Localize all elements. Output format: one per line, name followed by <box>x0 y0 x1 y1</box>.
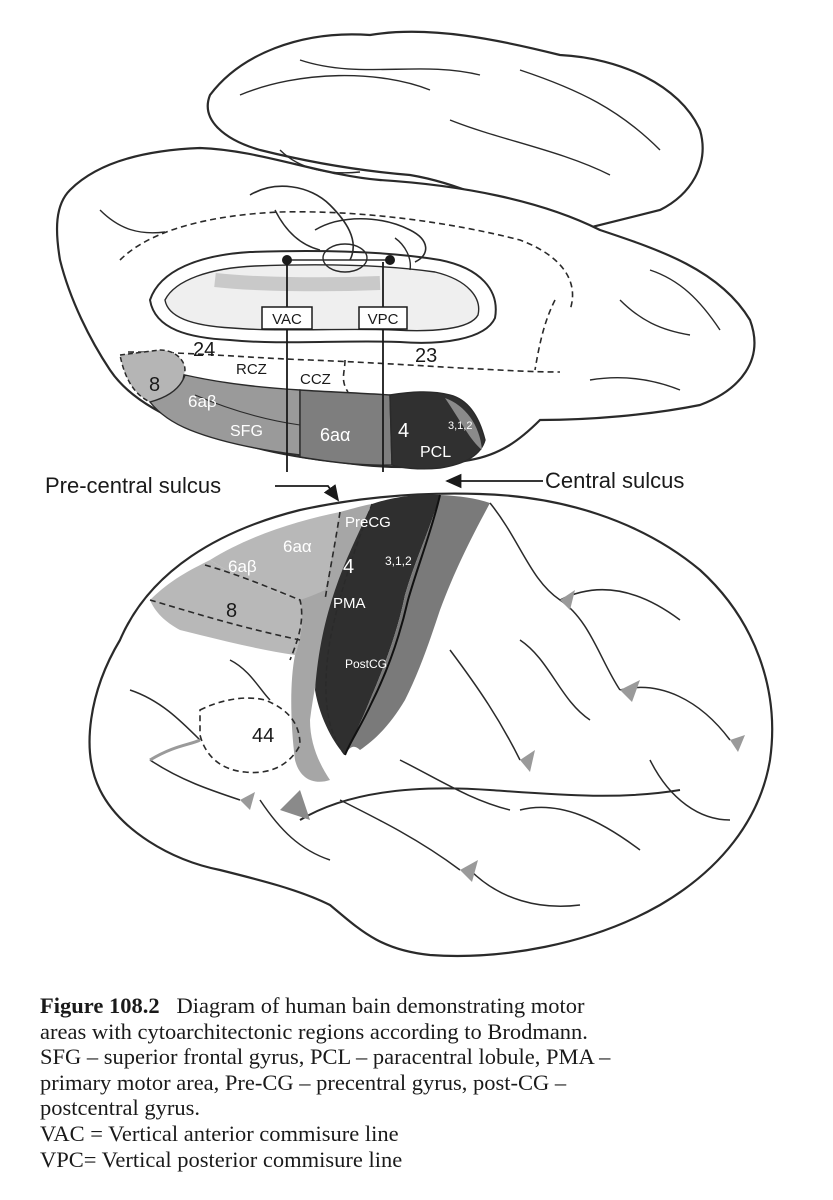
pre-central-sulcus-label: Pre-central sulcus <box>45 473 221 498</box>
lateral-area-8-label: 8 <box>226 600 237 622</box>
sulcus-pointers: Pre-central sulcus Central sulcus <box>45 468 684 502</box>
caption-line-3: SFG – superior frontal gyrus, PCL – para… <box>40 1044 611 1070</box>
area-24-label: 24 <box>193 339 215 361</box>
area-44-label: 44 <box>252 725 274 747</box>
caption-line-4: primary motor area, Pre-CG – precentral … <box>40 1069 567 1095</box>
lateral-gyri-pattern <box>129 502 731 907</box>
commissure-lines: VAC VPC <box>261 262 408 472</box>
lateral-area-8-region <box>150 560 303 655</box>
medial-labels: 24 23 RCZ CCZ 8 6aβ SFG 6aα 4 3,1,2 PCL <box>149 339 472 461</box>
caption-line-6: VAC = Vertical anterior commisure line <box>40 1120 399 1146</box>
brain-diagram: VAC VPC 24 23 RCZ CCZ 8 6aβ SFG 6aα 4 3,… <box>45 30 774 958</box>
precg-label: PreCG <box>345 514 391 531</box>
figure-label: Figure 108.2 <box>40 993 160 1018</box>
caption-line-1: Diagram of human bain demonstrating moto… <box>176 993 585 1018</box>
lateral-6aa-region <box>291 504 372 782</box>
vpc-label: VPC <box>368 311 399 328</box>
lateral-area-4-label: 4 <box>343 556 354 578</box>
pcl-label: PCL <box>420 444 451 461</box>
lateral-6aa-label: 6aα <box>283 537 312 556</box>
medial-brain-view <box>55 30 756 470</box>
vpc-label-box <box>358 306 408 330</box>
pma-label: PMA <box>333 595 366 612</box>
vac-label: VAC <box>272 311 302 328</box>
ccz-label: CCZ <box>300 371 331 388</box>
rcz-label: RCZ <box>236 361 267 378</box>
postcg-label: PostCG <box>345 657 387 671</box>
lateral-brain-view <box>88 492 774 958</box>
medial-6aa-label: 6aα <box>320 425 350 445</box>
lateral-312-label: 3,1,2 <box>385 554 412 568</box>
sfg-label: SFG <box>230 423 263 440</box>
caption-line-2: areas with cytoarchitectonic regions acc… <box>40 1018 588 1044</box>
medial-upper-lobe <box>206 30 704 237</box>
medial-area-8-label: 8 <box>149 374 160 396</box>
lateral-6ab-region <box>210 512 340 600</box>
medial-312-label: 3,1,2 <box>448 420 472 432</box>
lateral-postcg-region <box>345 495 490 755</box>
lateral-labels: PreCG 6aα 6aβ 4 3,1,2 8 PMA PostCG 44 <box>226 514 412 747</box>
lateral-6ab-label: 6aβ <box>228 557 257 576</box>
caption-line-5: postcentral gyrus. <box>40 1095 200 1121</box>
caption-line-7: VPC= Vertical posterior commisure line <box>40 1146 403 1172</box>
figure-caption: Figure 108.2 Diagram of human bain demon… <box>40 993 758 1172</box>
vac-label-box <box>261 306 313 330</box>
medial-6ab-label: 6aβ <box>188 392 217 411</box>
area-23-label: 23 <box>415 345 437 367</box>
medial-area-4-label: 4 <box>398 420 409 442</box>
lateral-area-4-region <box>315 494 440 755</box>
central-sulcus-label: Central sulcus <box>545 468 684 493</box>
